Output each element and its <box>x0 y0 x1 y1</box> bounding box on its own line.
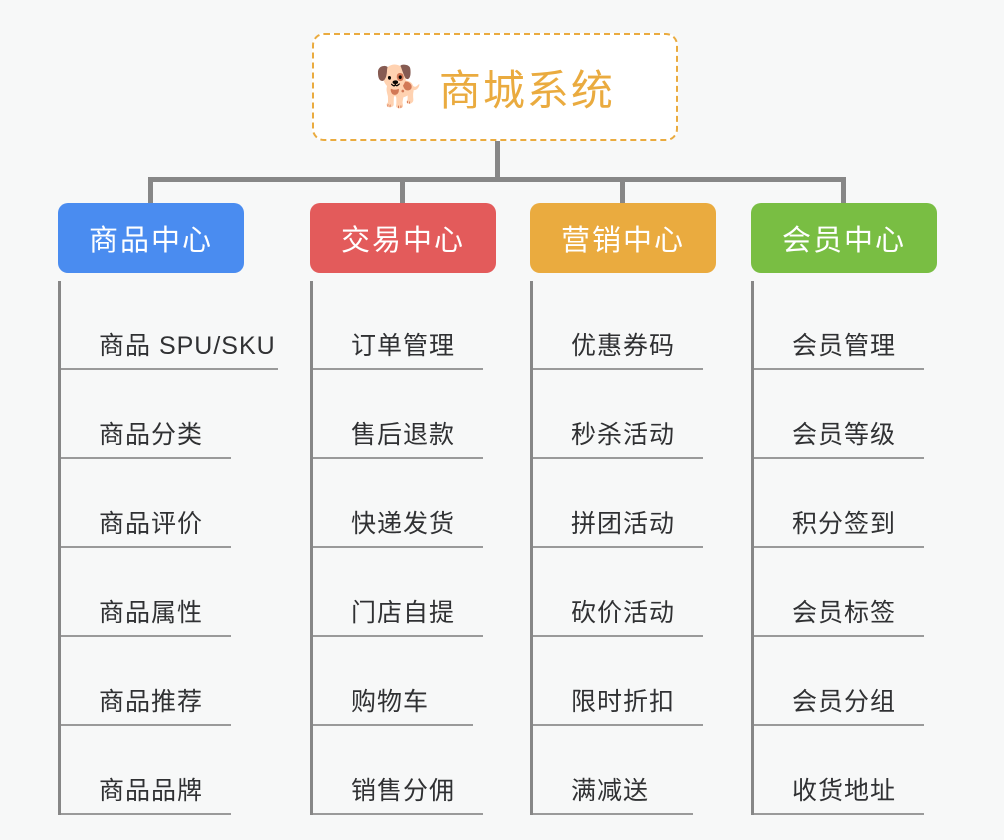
leaf-label: 秒杀活动 <box>571 421 676 449</box>
leaf-label: 商品 SPU/SKU <box>99 332 276 360</box>
list-item[interactable]: 会员标签 <box>754 548 971 637</box>
connector-drop-4 <box>841 177 846 205</box>
list-item[interactable]: 满减送 <box>533 726 750 815</box>
leaf-underline: 会员分组 <box>754 682 925 726</box>
connector-horizontal-bus <box>148 177 846 182</box>
leaf-label: 满减送 <box>571 777 650 805</box>
list-item[interactable]: 优惠券码 <box>533 281 750 370</box>
connector-drop-3 <box>620 177 625 205</box>
leaf-label: 会员标签 <box>792 599 897 627</box>
leaf-list-member-center: 会员管理 会员等级 积分签到 会员标签 会员分组 <box>751 281 971 815</box>
leaf-underline: 会员标签 <box>754 593 925 637</box>
list-item[interactable]: 砍价活动 <box>533 548 750 637</box>
connector-drop-1 <box>148 177 153 205</box>
leaf-label: 会员等级 <box>792 421 897 449</box>
leaf-label: 商品推荐 <box>99 688 204 716</box>
category-header-label: 商品中心 <box>88 225 213 257</box>
category-column-trade-center: 交易中心 订单管理 售后退款 快递发货 门店自提 <box>310 203 530 831</box>
list-item[interactable]: 快递发货 <box>313 459 530 548</box>
category-header-label: 交易中心 <box>340 225 465 257</box>
leaf-underline: 商品评价 <box>61 504 232 548</box>
leaf-underline: 会员管理 <box>754 326 925 370</box>
leaf-underline: 限时折扣 <box>533 682 704 726</box>
category-header-marketing-center[interactable]: 营销中心 <box>530 203 716 273</box>
leaf-label: 商品评价 <box>99 510 204 538</box>
leaf-label: 会员管理 <box>792 332 897 360</box>
leaf-list-trade-center: 订单管理 售后退款 快递发货 门店自提 购物车 <box>310 281 530 815</box>
list-item[interactable]: 订单管理 <box>313 281 530 370</box>
leaf-label: 拼团活动 <box>571 510 676 538</box>
list-item[interactable]: 售后退款 <box>313 370 530 459</box>
leaf-underline: 砍价活动 <box>533 593 704 637</box>
category-header-trade-center[interactable]: 交易中心 <box>310 203 496 273</box>
list-item[interactable]: 商品分类 <box>61 370 278 459</box>
list-item[interactable]: 商品品牌 <box>61 726 278 815</box>
list-item[interactable]: 购物车 <box>313 637 530 726</box>
list-item[interactable]: 拼团活动 <box>533 459 750 548</box>
leaf-label: 会员分组 <box>792 688 897 716</box>
leaf-underline: 优惠券码 <box>533 326 704 370</box>
leaf-label: 积分签到 <box>792 510 897 538</box>
leaf-underline: 订单管理 <box>313 326 484 370</box>
list-item[interactable]: 门店自提 <box>313 548 530 637</box>
category-header-label: 营销中心 <box>560 225 685 257</box>
leaf-underline: 拼团活动 <box>533 504 704 548</box>
leaf-underline: 门店自提 <box>313 593 484 637</box>
leaf-label: 商品品牌 <box>99 777 204 805</box>
leaf-label: 快递发货 <box>351 510 456 538</box>
list-item[interactable]: 商品属性 <box>61 548 278 637</box>
category-column-member-center: 会员中心 会员管理 会员等级 积分签到 会员标签 <box>751 203 971 831</box>
leaf-underline: 销售分佣 <box>313 771 484 815</box>
leaf-underline: 商品推荐 <box>61 682 232 726</box>
category-header-product-center[interactable]: 商品中心 <box>58 203 244 273</box>
connector-drop-2 <box>400 177 405 205</box>
leaf-label: 砍价活动 <box>571 599 676 627</box>
category-header-member-center[interactable]: 会员中心 <box>751 203 937 273</box>
leaf-list-marketing-center: 优惠券码 秒杀活动 拼团活动 砍价活动 限时折扣 <box>530 281 750 815</box>
leaf-label: 购物车 <box>351 688 430 716</box>
leaf-underline: 满减送 <box>533 771 693 815</box>
leaf-label: 销售分佣 <box>351 777 456 805</box>
leaf-underline: 秒杀活动 <box>533 415 704 459</box>
list-item[interactable]: 商品推荐 <box>61 637 278 726</box>
list-item[interactable]: 会员分组 <box>754 637 971 726</box>
list-item[interactable]: 秒杀活动 <box>533 370 750 459</box>
list-item[interactable]: 会员管理 <box>754 281 971 370</box>
leaf-label: 售后退款 <box>351 421 456 449</box>
connector-root-stem <box>495 141 500 181</box>
leaf-underline: 积分签到 <box>754 504 925 548</box>
leaf-list-product-center: 商品 SPU/SKU 商品分类 商品评价 商品属性 商品推荐 <box>58 281 278 815</box>
root-node-title: 商城系统 <box>438 66 615 114</box>
leaf-label: 商品属性 <box>99 599 204 627</box>
leaf-label: 订单管理 <box>351 332 456 360</box>
root-node-mall-system[interactable]: 🐕 商城系统 <box>312 33 678 141</box>
leaf-underline: 会员等级 <box>754 415 925 459</box>
leaf-underline: 收货地址 <box>754 771 925 815</box>
leaf-underline: 商品分类 <box>61 415 232 459</box>
category-header-label: 会员中心 <box>781 225 906 257</box>
leaf-label: 收货地址 <box>792 777 897 805</box>
leaf-label: 优惠券码 <box>571 332 676 360</box>
leaf-label: 商品分类 <box>99 421 204 449</box>
list-item[interactable]: 收货地址 <box>754 726 971 815</box>
list-item[interactable]: 限时折扣 <box>533 637 750 726</box>
list-item[interactable]: 积分签到 <box>754 459 971 548</box>
shiba-dog-face-icon: 🐕 <box>375 65 425 109</box>
leaf-underline: 商品属性 <box>61 593 232 637</box>
leaf-underline: 商品 SPU/SKU <box>61 326 278 370</box>
leaf-underline: 快递发货 <box>313 504 484 548</box>
list-item[interactable]: 商品评价 <box>61 459 278 548</box>
category-column-marketing-center: 营销中心 优惠券码 秒杀活动 拼团活动 砍价活动 <box>530 203 750 831</box>
leaf-underline: 商品品牌 <box>61 771 232 815</box>
leaf-underline: 购物车 <box>313 682 473 726</box>
leaf-label: 门店自提 <box>351 599 456 627</box>
list-item[interactable]: 会员等级 <box>754 370 971 459</box>
list-item[interactable]: 销售分佣 <box>313 726 530 815</box>
leaf-underline: 售后退款 <box>313 415 484 459</box>
leaf-label: 限时折扣 <box>571 688 676 716</box>
category-column-product-center: 商品中心 商品 SPU/SKU 商品分类 商品评价 商品属性 <box>58 203 278 831</box>
list-item[interactable]: 商品 SPU/SKU <box>61 281 278 370</box>
